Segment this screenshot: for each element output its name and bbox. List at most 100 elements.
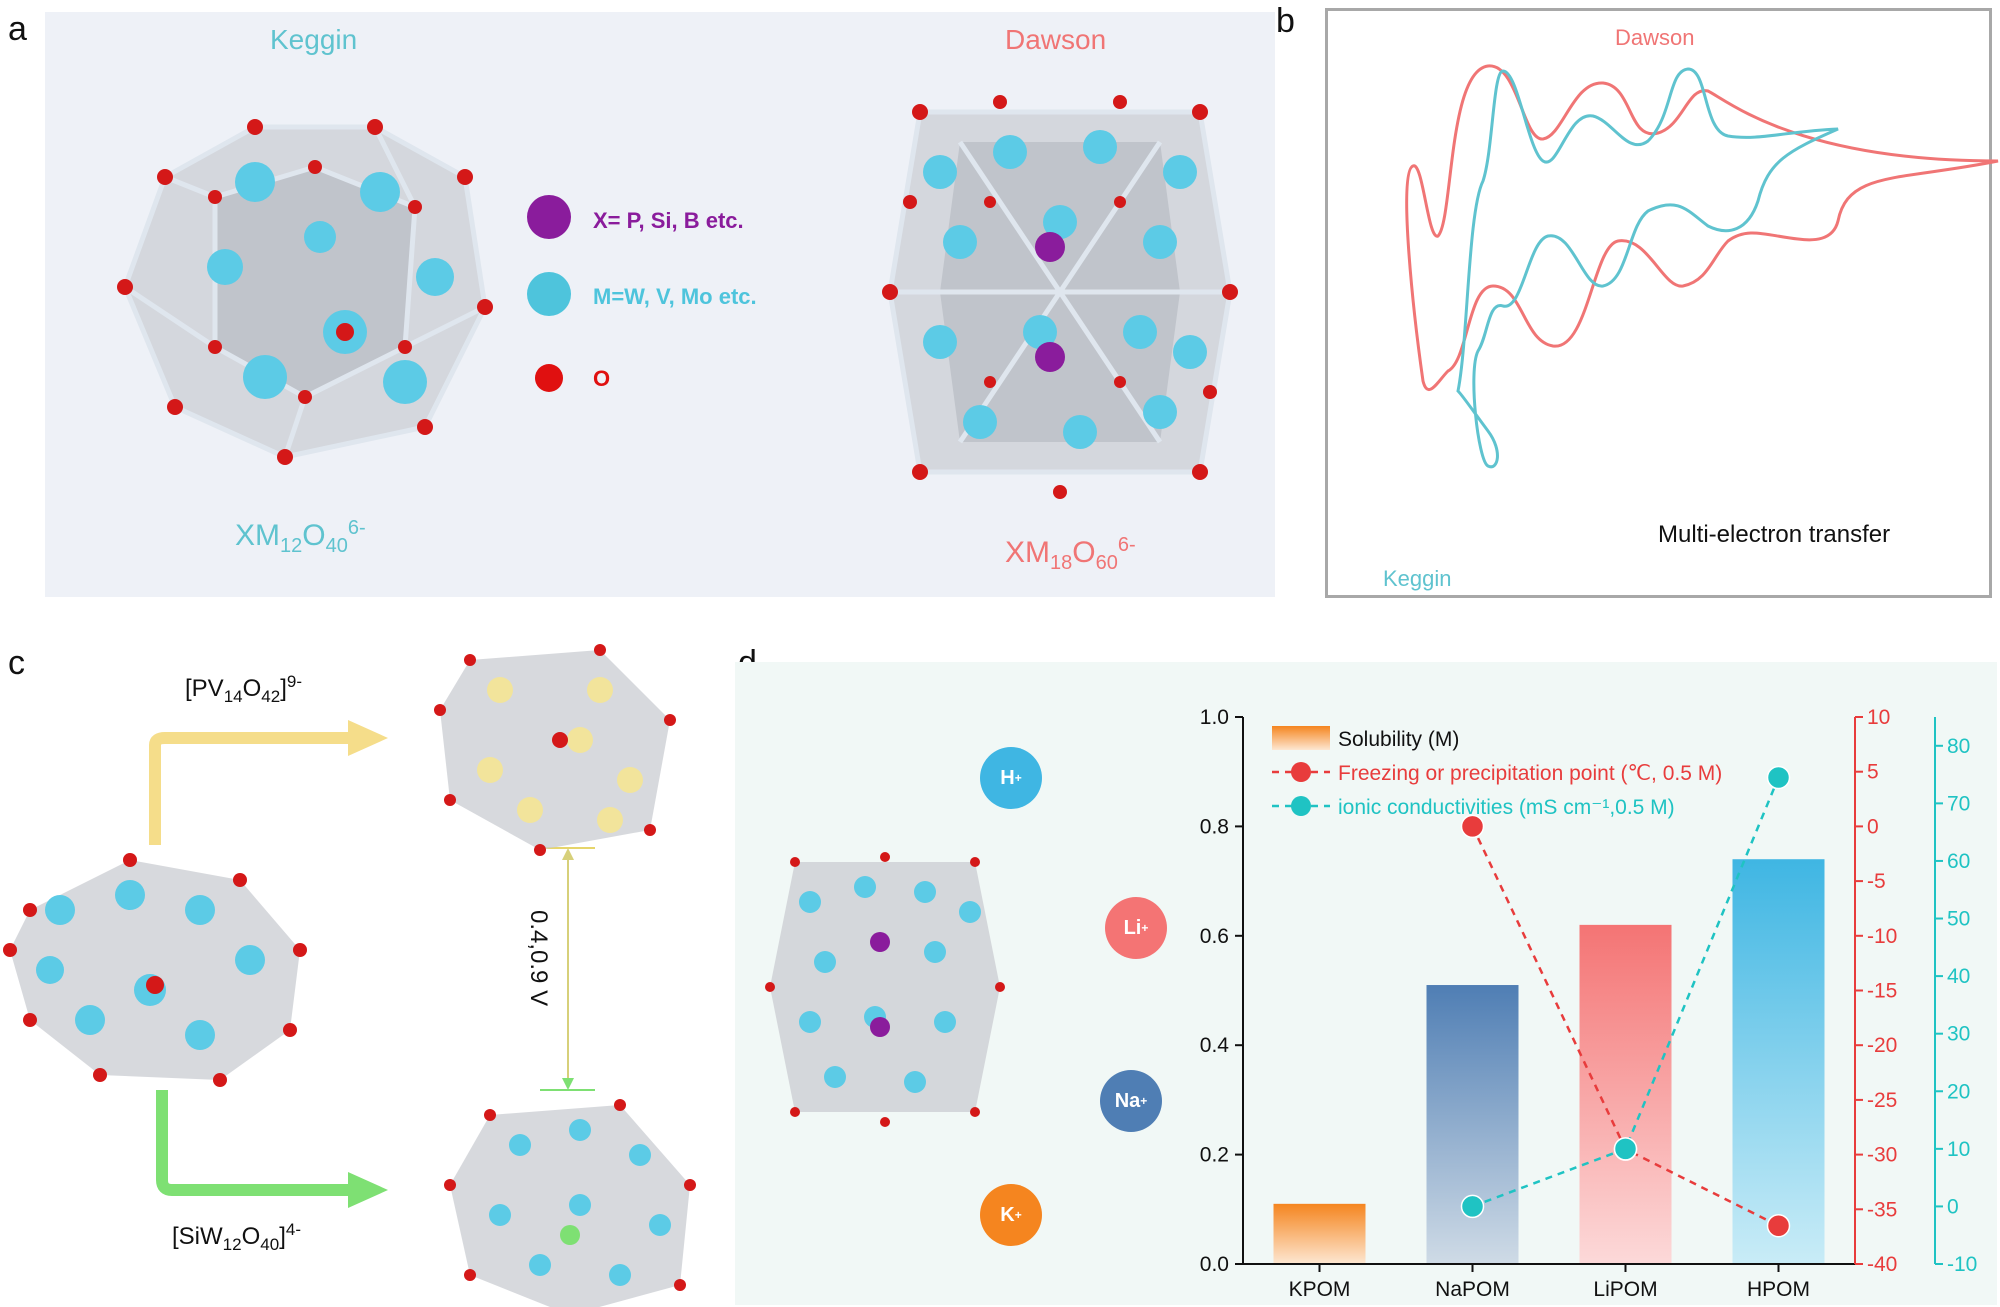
siw12-formula: [SiW12O40]4-	[172, 1220, 301, 1255]
siw12-sub2: 40	[260, 1234, 280, 1254]
right2-tick-label: 60	[1947, 850, 1970, 873]
legend-x-circle	[527, 195, 571, 239]
ion-na: Na+	[1100, 1070, 1162, 1132]
panel-label-c: c	[8, 644, 25, 682]
keggin-formula-o: O	[302, 519, 326, 552]
siw12-charge: 4-	[285, 1220, 301, 1239]
left-tick-label: 0.4	[1200, 1034, 1230, 1057]
keggin-formula-sub2: 40	[325, 535, 348, 557]
panel-c-structures: [PV14O42]9- [SiW12O40]4- 0.4,0.9 V	[0, 620, 720, 1307]
right2-tick-label: 10	[1947, 1138, 1970, 1161]
left-tick-label: 0.2	[1200, 1144, 1229, 1167]
right1-tick-label: 0	[1867, 815, 1879, 838]
right1-tick-label: -40	[1867, 1253, 1897, 1276]
pv14-charge: 9-	[286, 672, 302, 691]
ion-li-charge: +	[1141, 921, 1149, 935]
ion-li: Li+	[1105, 897, 1167, 959]
right2-tick-label: -10	[1947, 1253, 1977, 1276]
pv14-post: ]	[280, 675, 287, 702]
dawson-cv-curve	[1405, 64, 1999, 391]
right1-tick-label: -10	[1867, 925, 1897, 948]
right2-tick-label: 40	[1947, 965, 1970, 988]
bar-lipom	[1579, 924, 1672, 1264]
dawson-formula-base: XM	[1005, 536, 1050, 569]
right2-tick-label: 70	[1947, 792, 1970, 815]
dawson-title: Dawson	[1005, 24, 1107, 55]
ionic-conductivity-point	[1766, 765, 1791, 790]
right1-tick-label: 10	[1867, 706, 1890, 729]
right1-tick-label: -25	[1867, 1089, 1897, 1112]
legend-m-circle	[527, 272, 571, 316]
right2-tick-label: 80	[1947, 735, 1970, 758]
legend-solubility-label: Solubility (M)	[1338, 728, 1459, 751]
panel-label-a: a	[8, 10, 27, 48]
siw12-sub1: 12	[222, 1234, 242, 1254]
legend-freezing-label: Freezing or precipitation point (℃, 0.5 …	[1338, 762, 1722, 785]
x-tick-label-lipom: LiPOM	[1593, 1278, 1657, 1301]
right2-tick-label: 0	[1947, 1195, 1959, 1218]
ionic-conductivity-line	[1472, 776, 1780, 1208]
dawson-formula-charge: 6-	[1117, 534, 1136, 556]
keggin-formula-charge: 6-	[347, 517, 366, 539]
bar-kpom	[1273, 1203, 1366, 1264]
siw12-pre: [SiW	[172, 1223, 223, 1250]
right1-tick-label: 5	[1867, 761, 1879, 784]
legend-conductivity-label: ionic conductivities (mS cm⁻¹,0.5 M)	[1338, 796, 1675, 819]
right1-tick-label: -30	[1867, 1144, 1897, 1167]
x-tick-label-napom: NaPOM	[1435, 1278, 1510, 1301]
left-tick-label: 1.0	[1200, 706, 1229, 729]
keggin-formula-base: XM	[235, 519, 280, 552]
dawson-formula: XM18O606-	[1005, 534, 1136, 575]
panel-a-structures: Keggin Dawson X= P, Si, B etc. M=W, V, M…	[45, 12, 1275, 597]
siw12-post: ]	[279, 1223, 286, 1250]
right1-tick-label: -35	[1867, 1198, 1897, 1221]
ionic-conductivity-point	[1613, 1137, 1638, 1161]
dawson-formula-sub2: 60	[1095, 552, 1118, 574]
keggin-structure-image	[117, 119, 493, 465]
siw12-o: O	[241, 1223, 261, 1250]
panel-c-arrows	[3, 644, 696, 1307]
dawson-formula-sub1: 18	[1050, 552, 1073, 574]
pv14-formula: [PV14O42]9-	[185, 672, 302, 707]
dawson-curve-label: Dawson	[1615, 25, 1695, 50]
pv14-sub1: 14	[223, 686, 243, 706]
cv-curves	[1405, 64, 1999, 469]
bar-hpom	[1732, 859, 1825, 1264]
left-tick-label: 0.8	[1200, 815, 1229, 838]
right2-tick-label: 50	[1947, 908, 1970, 931]
right1-tick-label: -5	[1867, 870, 1886, 893]
panel-label-b: b	[1276, 2, 1295, 40]
panel-c-keggin-image	[3, 853, 307, 1087]
panel-c-pv14-image	[434, 644, 676, 856]
ion-h-charge: +	[1014, 771, 1022, 785]
left-tick-label: 0.6	[1200, 925, 1229, 948]
ion-na-charge: +	[1140, 1094, 1148, 1108]
keggin-formula: XM12O406-	[235, 517, 366, 558]
legend-o-label: O	[593, 366, 611, 391]
x-tick-label-kpom: KPOM	[1289, 1278, 1351, 1301]
multi-electron-caption: Multi-electron transfer	[1658, 521, 1891, 548]
panel-d-dawson-image	[765, 852, 1005, 1127]
freezing-point-point	[1460, 814, 1485, 839]
ion-k-charge: +	[1014, 1208, 1022, 1222]
keggin-formula-sub1: 12	[280, 535, 303, 557]
bar-napom	[1426, 985, 1519, 1264]
ion-h: H+	[980, 747, 1042, 809]
legend-m-label: M=W, V, Mo etc.	[593, 284, 757, 309]
right1-tick-label: -15	[1867, 980, 1897, 1003]
right2-tick-label: 20	[1947, 1080, 1970, 1103]
legend-solubility-swatch	[1272, 726, 1330, 750]
keggin-curve-label: Keggin	[1383, 566, 1452, 591]
x-tick-label-hpom: HPOM	[1747, 1278, 1810, 1301]
freezing-point-point	[1766, 1213, 1791, 1238]
pv14-pre: [PV	[185, 675, 224, 702]
ion-li-label: Li	[1123, 916, 1142, 939]
dawson-structure-image	[882, 95, 1238, 499]
legend-x-label: X= P, Si, B etc.	[593, 208, 744, 233]
ion-k-label: K	[1000, 1203, 1015, 1226]
legend-freezing-marker	[1291, 762, 1311, 782]
dawson-formula-o: O	[1072, 536, 1096, 569]
right2-tick-label: 30	[1947, 1023, 1970, 1046]
pv14-o: O	[242, 675, 262, 702]
